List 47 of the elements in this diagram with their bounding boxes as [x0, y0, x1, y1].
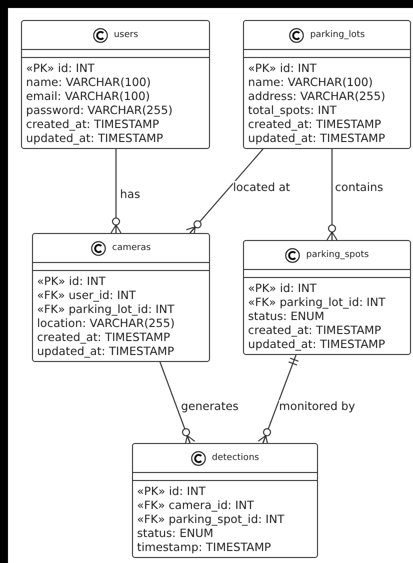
column-definition: location: VARCHAR(255) — [37, 316, 176, 330]
table-name: cameras — [112, 243, 151, 253]
column-definition: updated_at: TIMESTAMP — [248, 337, 386, 351]
column-definition: «PK» id: INT — [37, 274, 107, 288]
column-definition: updated_at: TIMESTAMP — [248, 131, 386, 145]
entity-table — [243, 240, 411, 355]
column-definition: updated_at: TIMESTAMP — [37, 344, 176, 358]
column-definition: name: VARCHAR(100) — [248, 75, 374, 89]
column-definition: «PK» id: INT — [26, 61, 96, 75]
table-name: users — [114, 30, 138, 40]
edge-label: has — [120, 188, 140, 201]
relationship-line — [258, 354, 299, 446]
column-definition: email: VARCHAR(100) — [26, 89, 151, 103]
column-definition: status: ENUM — [248, 309, 326, 323]
column-definition: total_spots: INT — [248, 103, 338, 117]
entity-table — [21, 20, 210, 149]
column-definition: name: VARCHAR(100) — [26, 75, 152, 89]
column-definition: «PK» id: INT — [248, 61, 318, 75]
edge-label: monitored by — [279, 400, 356, 413]
column-definition: created_at: TIMESTAMP — [248, 323, 382, 337]
column-definition: password: VARCHAR(255) — [26, 103, 174, 117]
column-definition: timestamp: TIMESTAMP — [137, 540, 272, 554]
column-definition: «FK» parking_lot_id: INT — [37, 302, 176, 316]
relationship-line — [159, 362, 196, 446]
edge-label: contains — [335, 181, 384, 194]
table-name: parking_spots — [306, 250, 369, 260]
relationship-line — [326, 149, 338, 241]
column-definition: «PK» id: INT — [248, 281, 318, 295]
edge-label: generates — [181, 400, 239, 413]
entity-table — [243, 20, 411, 149]
column-definition: created_at: TIMESTAMP — [26, 117, 160, 131]
entity-table — [32, 233, 210, 362]
relationship-line — [110, 149, 122, 234]
column-definition: updated_at: TIMESTAMP — [26, 131, 164, 145]
table-name: parking_lots — [310, 30, 365, 40]
column-definition: «FK» parking_spot_id: INT — [137, 512, 286, 526]
column-definition: «FK» parking_lot_id: INT — [248, 295, 386, 309]
column-definition: created_at: TIMESTAMP — [248, 117, 382, 131]
entity-table — [132, 443, 318, 558]
column-definition: «PK» id: INT — [137, 484, 207, 498]
edge-label: located at — [233, 181, 290, 194]
column-definition: «FK» user_id: INT — [37, 288, 137, 302]
column-definition: «FK» camera_id: INT — [137, 498, 255, 512]
column-definition: address: VARCHAR(255) — [248, 89, 386, 103]
column-definition: status: ENUM — [137, 526, 214, 540]
column-definition: created_at: TIMESTAMP — [37, 330, 172, 344]
table-name: detections — [212, 453, 260, 463]
